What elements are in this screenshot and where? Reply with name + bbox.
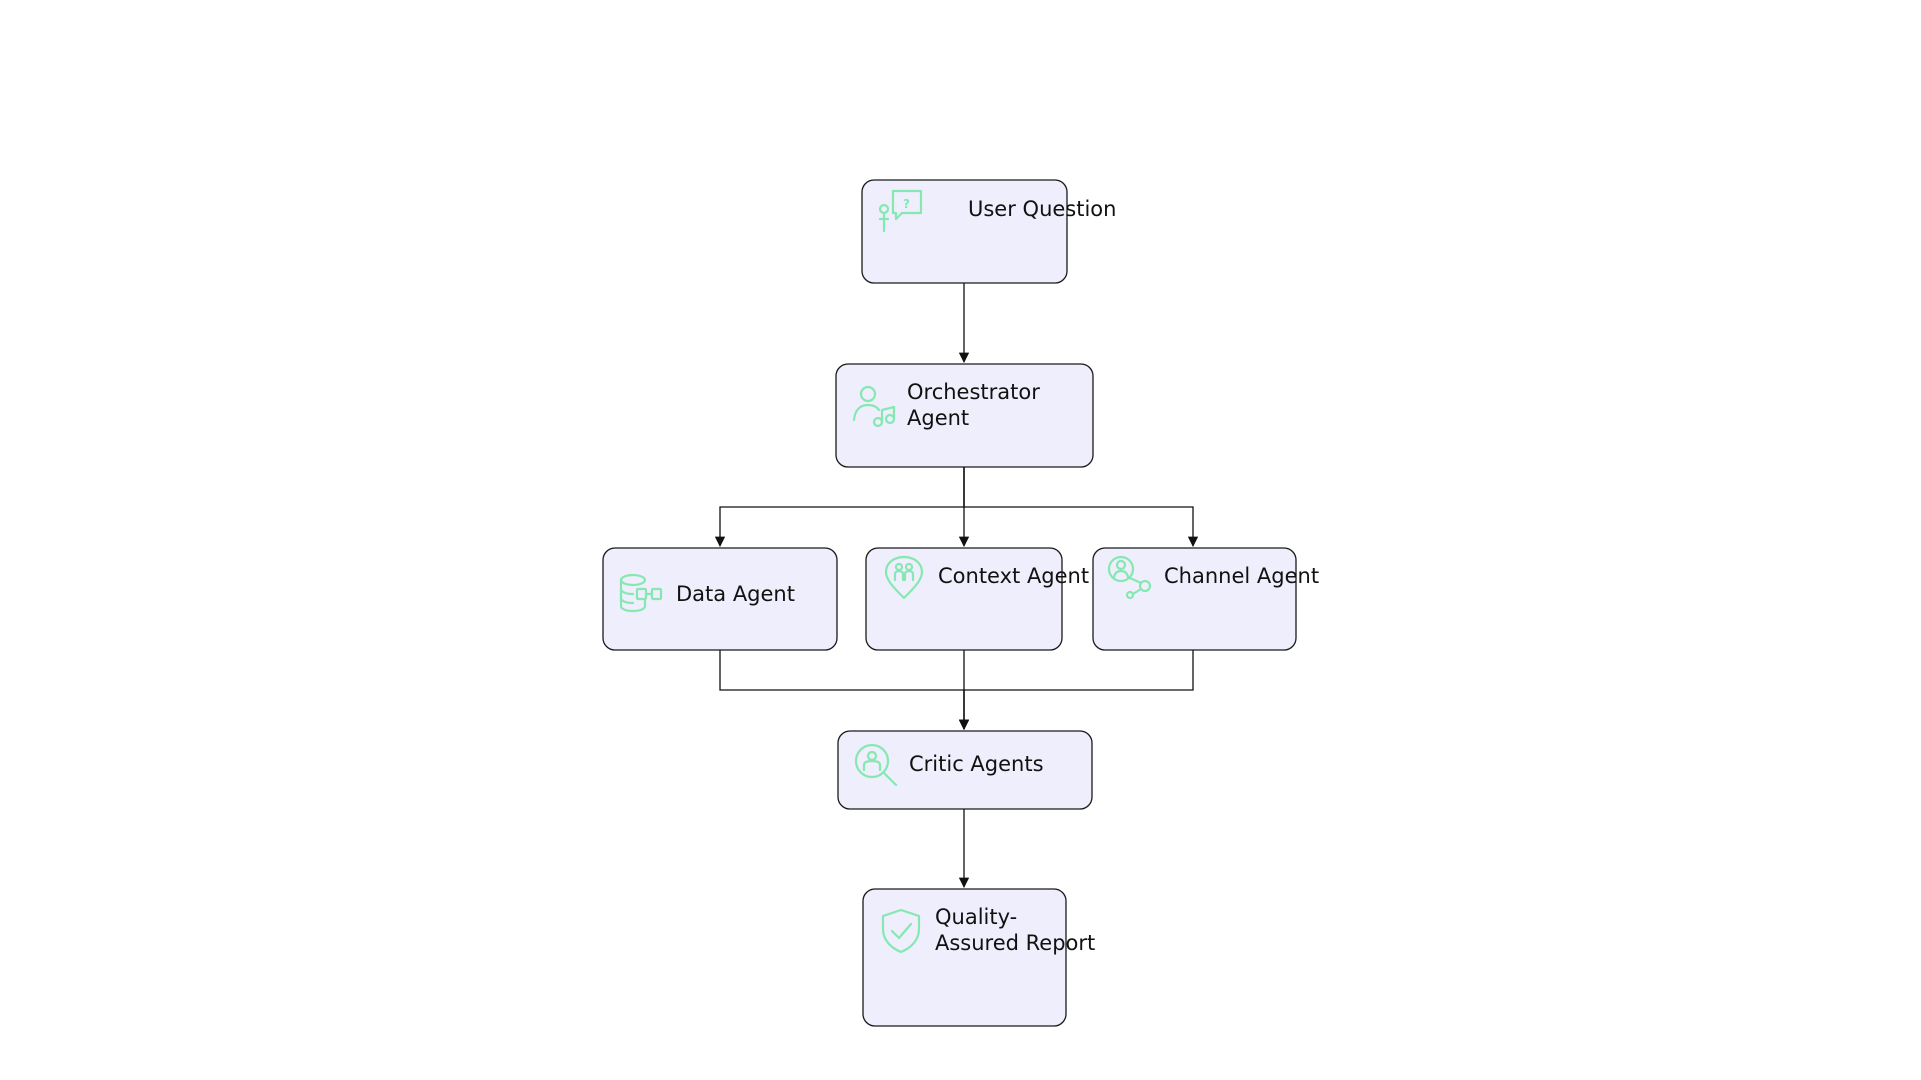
location-people-icon xyxy=(884,555,924,600)
node-context-agent[interactable]: Context Agent xyxy=(865,547,1089,651)
search-person-icon xyxy=(854,743,898,787)
shield-check-icon xyxy=(881,908,921,954)
node-orchestrator-agent-label: Orchestrator Agent xyxy=(907,380,1047,430)
database-icon xyxy=(619,573,663,613)
node-user-question-label: User Question xyxy=(968,197,1116,221)
node-data-agent-label: Data Agent xyxy=(676,582,795,606)
node-critic-agents[interactable]: Critic Agents xyxy=(837,730,1093,810)
node-data-agent[interactable]: Data Agent xyxy=(602,547,838,651)
node-context-agent-label: Context Agent xyxy=(938,564,1089,588)
edges xyxy=(714,283,1199,889)
node-channel-agent[interactable]: Channel Agent xyxy=(1092,547,1319,651)
svg-text:?: ? xyxy=(903,197,910,211)
node-user-question[interactable]: ? User Question xyxy=(861,179,1116,284)
node-critic-agents-label: Critic Agents xyxy=(909,752,1044,776)
node-channel-agent-label: Channel Agent xyxy=(1164,564,1319,588)
node-quality-assured-report[interactable]: Quality- Assured Report xyxy=(862,888,1095,1027)
person-network-icon xyxy=(1107,555,1152,600)
person-music-icon xyxy=(852,385,896,428)
edge-channel-agent-to-critic-agents xyxy=(958,650,1194,731)
node-quality-assured-report-label: Quality- Assured Report xyxy=(935,905,1095,955)
edge-orchestrator-to-channel-agent xyxy=(963,467,1199,548)
edge-data-agent-to-critic-agents xyxy=(719,650,970,731)
node-orchestrator-agent[interactable]: Orchestrator Agent xyxy=(835,363,1094,468)
person-question-icon: ? xyxy=(878,189,923,233)
edge-orchestrator-to-data-agent xyxy=(714,467,965,548)
